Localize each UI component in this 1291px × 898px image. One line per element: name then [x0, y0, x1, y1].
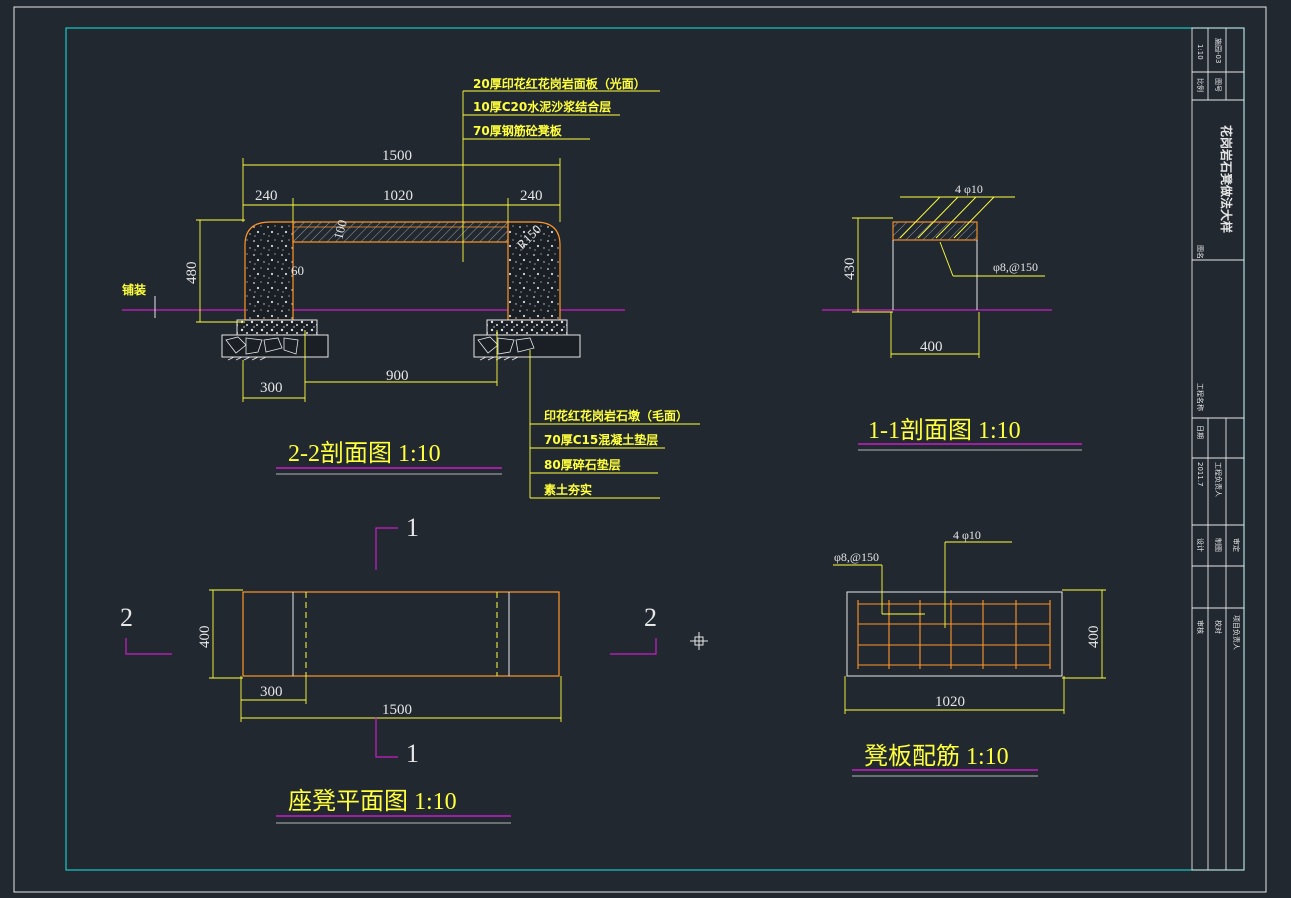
- title-block: 花岗岩石凳做法大样 比例 1:10 图号 施园-03 图名 工程名称 日期 20…: [1191, 27, 1245, 871]
- plan-total: 1500: [382, 702, 412, 718]
- cut-1-top: 1: [406, 513, 419, 542]
- dim-mid: 1020: [383, 188, 413, 204]
- section11-height: 430: [842, 258, 858, 281]
- engineer-label: 工程负责人: [1214, 462, 1223, 497]
- plan-width: 400: [197, 626, 213, 649]
- top-note-3: 70厚钢筋砼凳板: [473, 123, 563, 138]
- dim-span: 900: [386, 368, 409, 384]
- rebar-main-plan-label: 4 φ10: [953, 528, 981, 542]
- plan-base: 300: [260, 684, 283, 700]
- section-1-1: 4 φ10 φ8,@150 430 400 1-1剖面图 1:10: [822, 182, 1082, 451]
- rebar-stirrup-plan-label: φ8,@150: [834, 550, 879, 564]
- bench-plan: 1 1 2 2 400 300 1500 座凳平面图 1:10: [120, 513, 657, 824]
- top-note-1: 20厚印花红花岗岩面板（光面）: [473, 76, 646, 91]
- dim-inner: 60: [291, 263, 304, 278]
- inner-frame: [65, 27, 1245, 871]
- approve-label: 审定: [1232, 538, 1241, 552]
- project-name-label: 工程名称: [1196, 383, 1205, 411]
- rebar-plan-width: 400: [1086, 626, 1102, 649]
- bottom-note-4: 素土夯实: [544, 482, 592, 497]
- top-note-2: 10厚C20水泥沙浆结合层: [473, 99, 611, 114]
- section11-width: 400: [920, 339, 943, 355]
- rebar-plan: φ8,@150 4 φ10 400 1020 凳板配筋 1:10: [833, 528, 1106, 777]
- outer-frame: [13, 6, 1267, 893]
- review-label: 审核: [1196, 620, 1205, 634]
- rebar-stirrup-label: φ8,@150: [993, 260, 1038, 274]
- bottom-note-2: 70厚C15混凝土垫层: [544, 432, 658, 447]
- scale-label: 比例: [1196, 78, 1205, 92]
- drawing-name: 花岗岩石凳做法大样: [1219, 125, 1234, 233]
- bottom-note-3: 80厚碎石垫层: [544, 457, 621, 472]
- section-2-2: 铺装: [122, 76, 700, 499]
- date-value: 2011.7: [1196, 462, 1204, 487]
- bottom-note-1: 印花红花岗岩石墩（毛面）: [544, 408, 688, 423]
- sheet-value: 施园-03: [1214, 38, 1223, 63]
- dim-right: 240: [520, 188, 543, 204]
- project-lead-label: 项目负责人: [1232, 615, 1241, 650]
- section-1-1-title: 1-1剖面图 1:10: [868, 417, 1021, 444]
- cut-2-left: 2: [120, 603, 133, 632]
- drawing-name-label: 图名: [1196, 245, 1205, 259]
- design-label: 设计: [1196, 538, 1205, 552]
- rebar-top-label: 4 φ10: [955, 182, 983, 196]
- cut-1-bottom: 1: [406, 739, 419, 768]
- dim-base: 300: [260, 380, 283, 396]
- cut-2-right: 2: [644, 603, 657, 632]
- dim-total: 1500: [382, 148, 412, 164]
- rebar-plan-length: 1020: [935, 694, 965, 710]
- dim-slab: 100: [330, 218, 350, 241]
- dim-left: 240: [255, 188, 278, 204]
- scale-value: 1:10: [1196, 44, 1204, 60]
- check-label: 校对: [1214, 620, 1223, 634]
- sheet-label: 图号: [1214, 78, 1222, 92]
- section-2-2-title: 2-2剖面图 1:10: [288, 440, 441, 467]
- crosshair-cursor-icon: [690, 632, 708, 650]
- plan-title: 座凳平面图 1:10: [288, 788, 457, 815]
- dim-height: 480: [184, 262, 200, 285]
- rebar-plan-title: 凳板配筋 1:10: [864, 743, 1009, 770]
- date-label: 日期: [1196, 425, 1204, 439]
- drafting-label: 制图: [1214, 538, 1223, 552]
- paving-label: 铺装: [122, 282, 146, 297]
